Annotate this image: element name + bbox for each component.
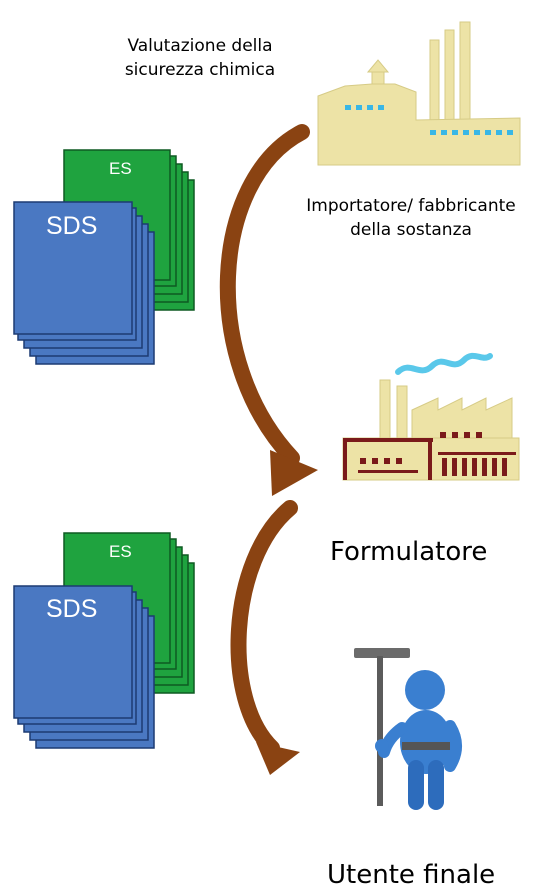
person-icon xyxy=(354,648,462,810)
chemical-safety-note: Valutazione della sicurezza chimica xyxy=(100,34,300,82)
importer-label-line2: della sostanza xyxy=(350,220,472,240)
sds-label: SDS xyxy=(46,212,97,240)
end-user-label: Utente finale xyxy=(327,860,496,890)
formulator-label: Formulatore xyxy=(330,537,488,567)
supply-arrow xyxy=(219,124,318,496)
importer-label-line1: Importatore/ fabbricante xyxy=(306,196,516,216)
chemical-safety-note-line1: Valutazione della xyxy=(127,36,273,56)
sds-document-stack: SDS xyxy=(13,585,155,749)
chemical-safety-note-line2: sicurezza chimica xyxy=(124,60,276,80)
es-label: ES xyxy=(109,542,132,561)
factory-icon xyxy=(342,352,520,481)
sds-document-stack: SDS xyxy=(13,201,155,365)
importer-label: Importatore/ fabbricante della sostanza xyxy=(266,194,556,242)
factory-icon xyxy=(317,21,521,166)
sds-label: SDS xyxy=(46,595,97,623)
supply-arrow xyxy=(230,500,300,775)
es-label: ES xyxy=(109,159,132,178)
